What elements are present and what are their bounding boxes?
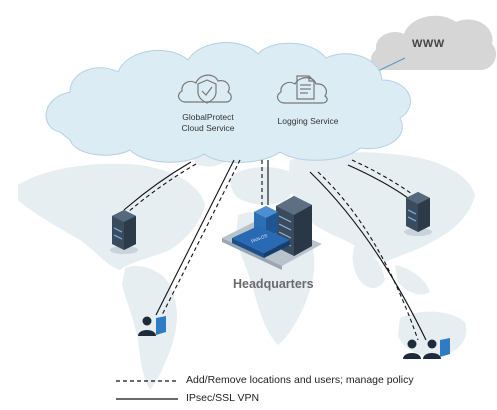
logging-service-label: Logging Service [277, 116, 339, 126]
headquarters-label: Headquarters [233, 277, 314, 291]
link-right-user-dashed [317, 171, 419, 341]
global-protect-line2: Cloud Service [181, 123, 235, 133]
world-map [18, 143, 475, 390]
document-icon [276, 75, 328, 104]
user-laptop-icon [403, 338, 450, 359]
link-right-office-dashed [351, 159, 413, 195]
appliance-label: PAN-OS [251, 233, 269, 244]
shield-check-icon [177, 74, 232, 104]
user-laptop-icon [138, 316, 166, 336]
link-right-user-solid [309, 171, 427, 341]
link-left-user-solid [155, 159, 235, 316]
connection-lines [123, 159, 427, 341]
headquarters-building: PAN-OS [222, 196, 322, 270]
legend-solid-label: IPsec/SSL VPN [186, 392, 260, 404]
www-label: WWW [412, 38, 445, 50]
server-icon [404, 192, 432, 236]
link-left-office-dashed [127, 163, 197, 213]
internet-cloud [370, 15, 497, 71]
link-right-office-solid [347, 164, 409, 199]
server-icon [110, 210, 138, 254]
global-protect-label: GlobalProtect Cloud Service [168, 112, 248, 134]
link-left-office-solid [123, 161, 192, 211]
global-protect-line1: GlobalProtect [182, 112, 234, 122]
main-cloud [45, 42, 411, 163]
legend-dashed-label: Add/Remove locations and users; manage p… [186, 374, 414, 386]
